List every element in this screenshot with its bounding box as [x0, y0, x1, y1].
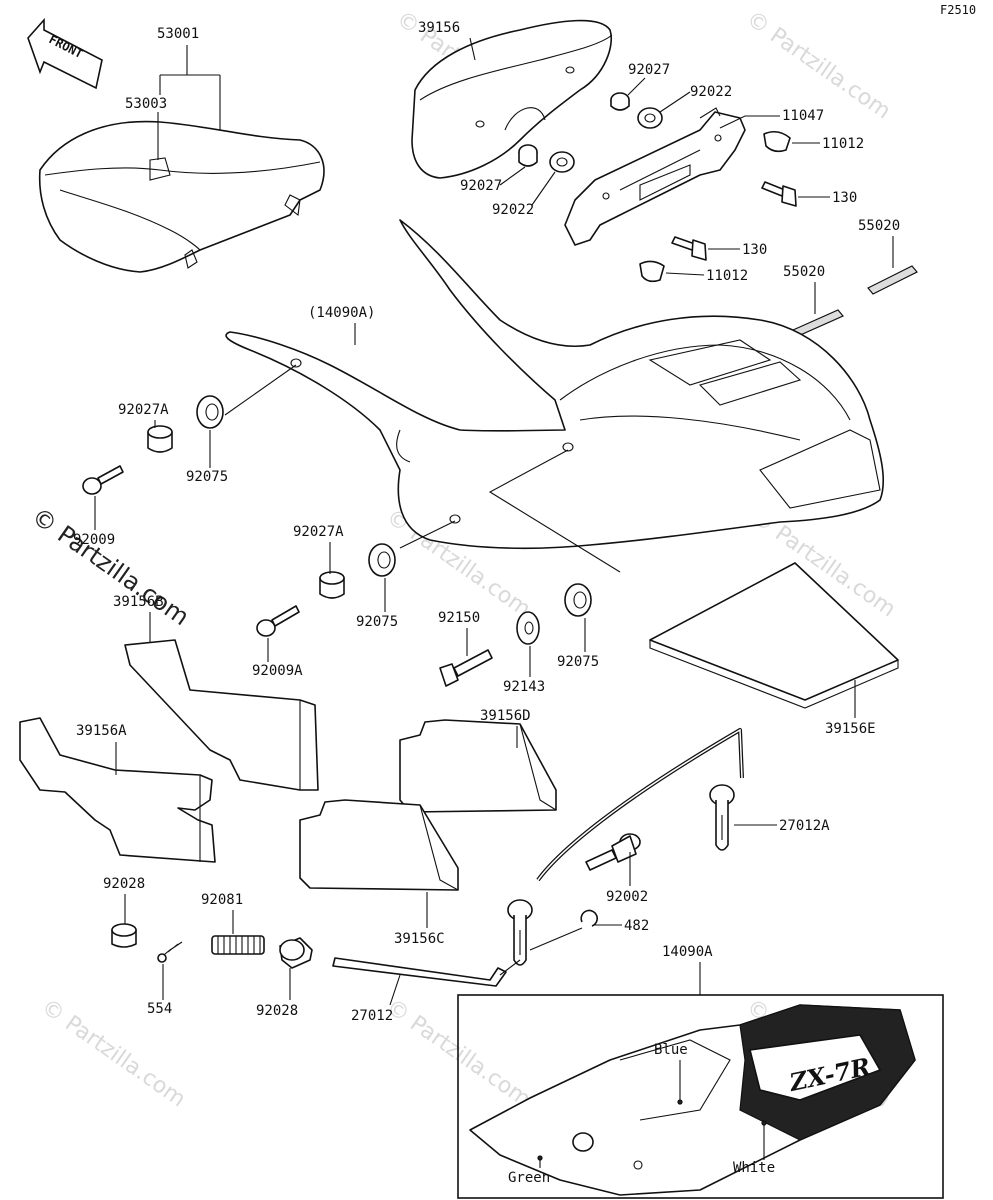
label-92022-top1: 92022 [690, 84, 732, 100]
pad-39156E [649, 562, 899, 709]
label-92009: 92009 [73, 532, 115, 548]
bushing-92027-top2 [518, 144, 538, 167]
label-27012A: 27012A [779, 818, 830, 834]
collar-92028-b [279, 937, 313, 969]
label-14090A-paren: (14090A) [308, 305, 375, 321]
pad-39156B [124, 639, 319, 791]
label-53003: 53003 [125, 96, 167, 112]
grommet-92075-3 [564, 583, 592, 617]
label-11012-b: 11012 [706, 268, 748, 284]
label-92027A-1: 92027A [118, 402, 169, 418]
tail-light-part [411, 19, 613, 179]
label-92075-3: 92075 [557, 654, 599, 670]
label-92028-a: 92028 [103, 876, 145, 892]
pad-39156C [299, 799, 459, 891]
washer-92143 [516, 611, 540, 645]
cotter-pin-554 [157, 941, 183, 963]
label-14090A: 14090A [662, 944, 713, 960]
bolt-130-a [761, 181, 797, 207]
screw-92009 [82, 465, 124, 495]
pad-39156A [19, 717, 216, 863]
figure-code: F2510 [940, 3, 976, 17]
strip-55020-a [867, 265, 918, 295]
label-11012-top: 11012 [822, 136, 864, 152]
label-92150: 92150 [438, 610, 480, 626]
label-92027-top1: 92027 [628, 62, 670, 78]
grommet-92075-2 [368, 543, 396, 577]
label-92075-2: 92075 [356, 614, 398, 630]
label-92009A: 92009A [252, 663, 303, 679]
cap-11012-top [763, 130, 791, 153]
label-55020-a: 55020 [858, 218, 900, 234]
watermark-8: © Partzilla.com [27, 502, 195, 631]
bushing-92027A-2 [319, 571, 345, 599]
label-482: 482 [624, 918, 649, 934]
label-92143: 92143 [503, 679, 545, 695]
label-92081: 92081 [201, 892, 243, 908]
front-arrow-icon: FRONT [27, 17, 103, 90]
bushing-92027A-1 [147, 425, 173, 453]
cap-11012-b [639, 260, 665, 283]
label-39156C: 39156C [394, 931, 445, 947]
tail-cover-part [225, 219, 885, 550]
label-39156D: 39156D [480, 708, 531, 724]
decal-label-blue: Blue [654, 1042, 688, 1058]
rod-27012A [507, 728, 744, 966]
label-55020-b: 55020 [783, 264, 825, 280]
label-53001: 53001 [157, 26, 199, 42]
label-554: 554 [147, 1001, 172, 1017]
bushing-92027-top1 [610, 92, 630, 111]
watermark-2: © Partzilla.com [742, 6, 895, 124]
label-11047: 11047 [782, 108, 824, 124]
washer-92022-top1 [637, 107, 663, 129]
label-92022-top2: 92022 [492, 202, 534, 218]
bolt-92150 [439, 649, 493, 687]
grommet-92075-1 [196, 395, 224, 429]
label-27012: 27012 [351, 1008, 393, 1024]
label-92027-top2: 92027 [460, 178, 502, 194]
spring-92081 [211, 935, 265, 955]
clip-482 [580, 909, 598, 927]
decal-inset: 14090A ZX-7R Blue Green White [457, 944, 944, 1199]
seat-part [38, 120, 325, 273]
screw-92009A [256, 605, 300, 637]
label-39156E: 39156E [825, 721, 876, 737]
strip-55020-b [792, 309, 844, 337]
decal-label-white: White [733, 1160, 775, 1176]
washer-92022-top2 [549, 151, 575, 173]
label-39156A: 39156A [76, 723, 127, 739]
label-92075-1: 92075 [186, 469, 228, 485]
label-92027A-2: 92027A [293, 524, 344, 540]
label-39156-top: 39156 [418, 20, 460, 36]
decal-label-green: Green [508, 1170, 550, 1186]
pad-39156D [399, 719, 557, 813]
label-130-a: 130 [832, 190, 857, 206]
label-39156B: 39156B [113, 594, 164, 610]
label-130-b: 130 [742, 242, 767, 258]
pin-92002 [585, 833, 641, 871]
rod-27012 [332, 957, 507, 987]
collar-92028-a [111, 923, 137, 948]
bracket-11047-part [564, 107, 746, 246]
label-92028-b: 92028 [256, 1003, 298, 1019]
bolt-130-b [671, 236, 707, 261]
label-92002: 92002 [606, 889, 648, 905]
